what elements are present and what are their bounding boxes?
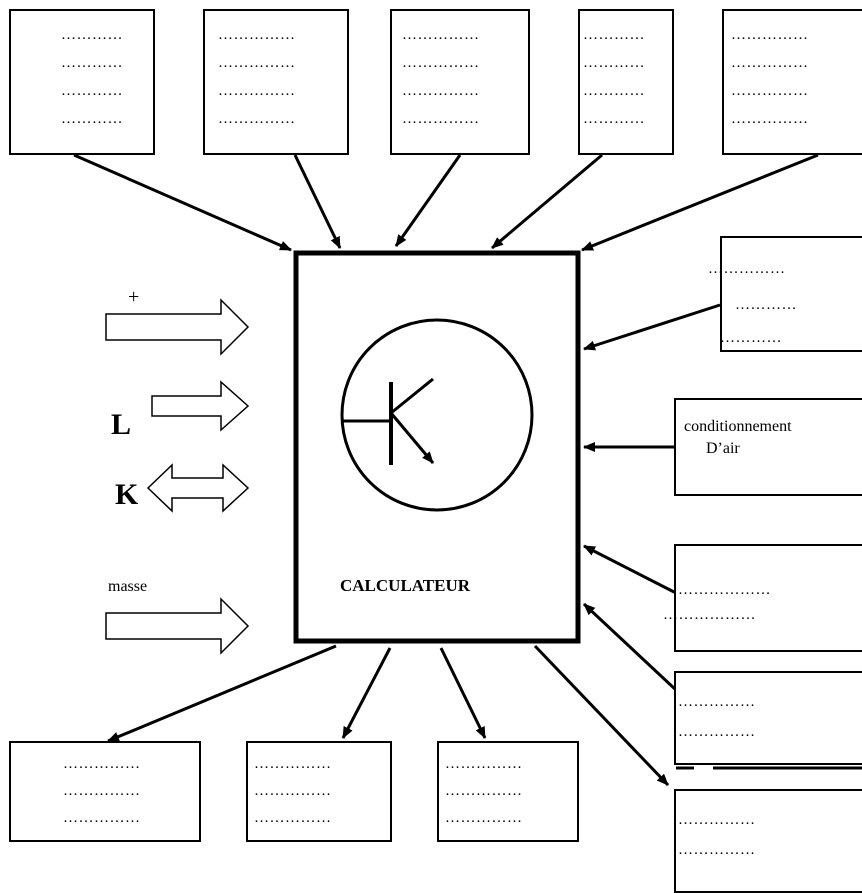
arrow-top-2: [293, 154, 342, 249]
placeholder-dots: ……………: [63, 756, 141, 772]
hollow-arrows: [105, 298, 250, 655]
arrow-top-5: [581, 153, 819, 252]
right-input-arrows: [582, 303, 721, 692]
placeholder-dots: ……………: [445, 810, 523, 826]
placeholder-dots: ……………: [254, 783, 332, 799]
placeholder-dots: …………: [61, 55, 123, 71]
top-box-1: ………… ………… ………… …………: [9, 9, 155, 155]
transistor-icon: [340, 318, 534, 512]
placeholder-dots: ……………: [678, 694, 756, 710]
top-box-5: …………… …………… …………… ……………: [722, 9, 862, 155]
placeholder-dots: …………: [61, 83, 123, 99]
placeholder-dots: ……………: [218, 83, 296, 99]
placeholder-dots: ……………: [402, 83, 480, 99]
placeholder-dots: ……………: [402, 111, 480, 127]
placeholder-dots: ……………: [678, 842, 756, 858]
top-box-4: ………… ………… ………… …………: [578, 9, 674, 155]
top-box-2: …………… …………… …………… ……………: [203, 9, 349, 155]
placeholder-dots: ……………: [678, 812, 756, 828]
air-conditioning-label-1: conditionnement: [684, 418, 792, 435]
placeholder-dots: ……………: [678, 724, 756, 740]
arrow-right-1: [583, 303, 721, 351]
arrow-out-3: [439, 647, 487, 739]
placeholder-dots: ……………: [218, 111, 296, 127]
placeholder-dots: ……………: [731, 111, 809, 127]
placeholder-dots: ……………: [708, 261, 786, 277]
masse-label: masse: [108, 578, 148, 595]
placeholder-dots: …………: [583, 111, 645, 127]
placeholder-dots: …………: [720, 330, 782, 346]
placeholder-dots: ……………: [63, 783, 141, 799]
calculator-box: [293, 250, 581, 644]
L-label: L: [111, 408, 132, 441]
placeholder-dots: ……………: [445, 756, 523, 772]
hollow-arrow-plus: [105, 298, 250, 356]
bottom-box-2: …………… …………… ……………: [246, 741, 392, 842]
hollow-arrow-K: [146, 463, 250, 513]
arrow-top-4: [491, 153, 603, 250]
top-box-3: …………… …………… …………… ……………: [390, 9, 530, 155]
placeholder-dots: …………: [61, 111, 123, 127]
hollow-arrow-masse: [105, 597, 250, 655]
top-input-arrows: [73, 153, 819, 252]
placeholder-dots: …………: [583, 27, 645, 43]
right-box-1: [720, 236, 862, 352]
placeholder-dots: ……………: [402, 27, 480, 43]
placeholder-dots: ……………: [63, 810, 141, 826]
placeholder-dots: ……………: [731, 83, 809, 99]
placeholder-dots: ……………: [731, 55, 809, 71]
bottom-box-3: …………… …………… ……………: [437, 741, 579, 842]
placeholder-dots: ……………: [218, 27, 296, 43]
placeholder-dots: ……………: [731, 27, 809, 43]
arrow-out-1: [107, 644, 337, 743]
calculator-label: CALCULATEUR: [340, 576, 471, 595]
air-conditioning-label-2: D’air: [706, 440, 740, 457]
plus-label: +: [128, 286, 140, 308]
arrow-top-3: [394, 154, 462, 247]
placeholder-dots: ……………: [218, 55, 296, 71]
bottom-box-1: …………… …………… ……………: [9, 741, 201, 842]
hollow-arrow-L: [151, 380, 250, 432]
placeholder-dots: ……………: [445, 783, 523, 799]
right-box-5: …………… ……………: [674, 789, 862, 893]
placeholder-dots: …………: [61, 27, 123, 43]
placeholder-dots: …………: [583, 83, 645, 99]
output-arrows: [107, 644, 670, 787]
arrow-right-4: [582, 602, 678, 692]
placeholder-dots: ……………: [402, 55, 480, 71]
placeholder-dots: ………………: [678, 582, 771, 598]
placeholder-dots: …………: [583, 55, 645, 71]
arrow-top-1: [73, 153, 292, 252]
arrow-out-4: [533, 644, 670, 787]
placeholder-dots: ……………: [254, 756, 332, 772]
arrow-out-2: [341, 647, 392, 739]
K-label: K: [115, 478, 139, 511]
right-box-4: …………… ……………: [674, 671, 862, 765]
right-box-3: ………………: [674, 544, 862, 652]
placeholder-dots: …………: [735, 297, 797, 313]
placeholder-dots: ……………: [254, 810, 332, 826]
placeholder-dots: ………………: [663, 607, 756, 623]
air-conditioning-box: conditionnement D’air: [674, 398, 862, 496]
arrow-right-3: [583, 544, 677, 595]
